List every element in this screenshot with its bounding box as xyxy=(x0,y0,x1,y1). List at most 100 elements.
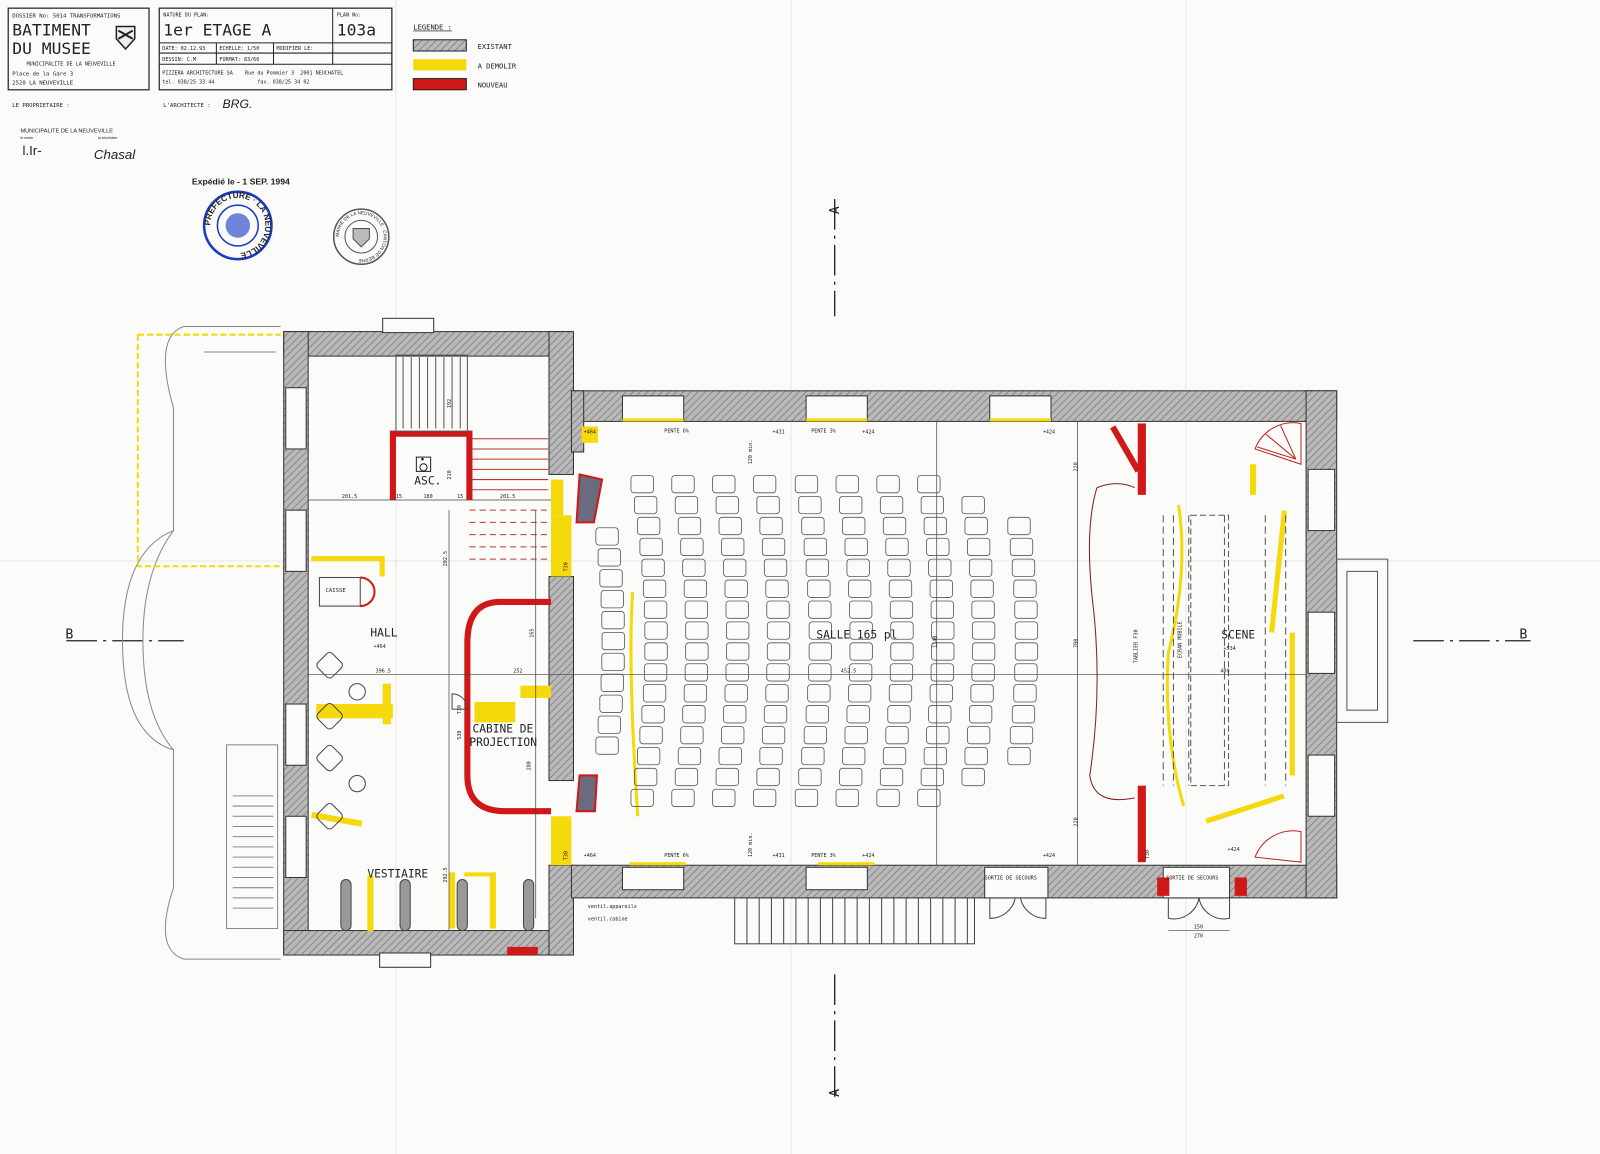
room-label-projection: CABINE DE xyxy=(472,723,533,736)
seat xyxy=(643,663,668,682)
seat xyxy=(1007,516,1031,536)
seat xyxy=(642,579,667,598)
seat xyxy=(920,495,944,515)
seat xyxy=(808,621,832,640)
seat xyxy=(931,642,955,661)
prefecture-stamp: PRÉFECTURE · LA NEUVEVILLE xyxy=(202,190,273,261)
level-tag: +431 xyxy=(772,853,784,859)
level-tag: +424 xyxy=(1043,430,1055,436)
room-label-elevator: ASC. xyxy=(414,475,441,488)
seat xyxy=(890,642,914,661)
seat xyxy=(807,684,831,703)
seat xyxy=(808,642,832,661)
seat xyxy=(879,495,904,515)
section-mark-b: B xyxy=(65,628,73,643)
door-rating: T30 xyxy=(563,851,569,860)
mairie-stamp: MAIRIE DE LA NEUVEVILLE · CANTON DE BERN… xyxy=(332,208,390,266)
title-block: DOSSIER No: 5014 TRANSFORMATIONS BATIMEN… xyxy=(7,7,393,111)
seat xyxy=(685,642,709,661)
seat xyxy=(848,684,872,703)
room-label-hall: HALL xyxy=(370,627,397,640)
seat xyxy=(1014,663,1038,682)
seat xyxy=(968,705,993,724)
section-mark-b: B xyxy=(1519,628,1527,643)
door-rating: T30 xyxy=(1145,850,1151,859)
seat xyxy=(928,558,952,577)
building-name: DU MUSEE xyxy=(12,39,91,58)
seat xyxy=(1009,726,1034,745)
seat xyxy=(928,705,952,724)
seat xyxy=(763,558,788,577)
sent-date-stamp: Expédié le - 1 SEP. 1994 xyxy=(192,177,290,187)
seat xyxy=(718,746,742,766)
exit-label: SORTIE DE SECOURS xyxy=(985,876,1037,882)
seat xyxy=(876,475,900,494)
municipality-label: MUNICIPALITE DE LA NEUVEVILLE xyxy=(20,129,113,135)
section-lines xyxy=(66,198,1531,1097)
dimension-lines xyxy=(308,421,1307,931)
legend-title: LEGENDE : xyxy=(413,23,452,32)
seat xyxy=(684,663,709,682)
seat xyxy=(876,788,900,807)
seat xyxy=(725,600,749,619)
seat xyxy=(885,537,909,556)
seat xyxy=(968,558,993,577)
exit-label: SORTIE DE SECOURS xyxy=(1166,876,1218,882)
svg-text:15: 15 xyxy=(396,494,402,500)
exterior-terrace xyxy=(121,325,281,960)
mayor-label: le maire xyxy=(20,136,33,140)
architect-address: PIZZERA ARCHITECTURE SA Rue du Pommier 3… xyxy=(162,70,343,76)
seat xyxy=(964,746,988,766)
svg-text:452.5: 452.5 xyxy=(841,668,856,674)
seat xyxy=(798,495,822,515)
seat xyxy=(636,746,661,766)
seat xyxy=(766,663,790,682)
seat xyxy=(595,736,619,755)
ventilation-note: ventil.cabine xyxy=(588,916,628,922)
seat xyxy=(923,516,947,536)
paper-fold xyxy=(0,560,1600,562)
room-label-scene: SCENE xyxy=(1221,629,1255,642)
seat xyxy=(1013,684,1037,703)
seat xyxy=(803,726,828,745)
seat xyxy=(634,767,658,787)
annotations: +464 +431 +424 +424 +464 +431 +424 +424 … xyxy=(457,429,1240,923)
seat xyxy=(674,767,699,787)
dimension-labels: 201.5 15 180 15 201.5 396.5 252 452.5 40… xyxy=(342,399,1230,940)
svg-text:220: 220 xyxy=(1074,462,1080,471)
seat xyxy=(712,788,736,807)
seat xyxy=(846,558,870,577)
svg-text:700: 700 xyxy=(1074,639,1080,648)
seat xyxy=(723,558,747,577)
svg-text:192: 192 xyxy=(447,399,453,408)
plan-number-label: PLAN No: xyxy=(337,12,362,18)
seat xyxy=(844,537,868,556)
seat xyxy=(794,475,819,494)
approval-signatures: MUNICIPALITE DE LA NEUVEVILLE le maire l… xyxy=(20,129,390,266)
seat xyxy=(765,579,789,598)
stage-battens xyxy=(1162,515,1287,786)
seat xyxy=(600,673,624,692)
paper-fold xyxy=(790,0,792,1154)
seat xyxy=(846,705,870,724)
svg-text:150: 150 xyxy=(1194,925,1203,931)
svg-text:202.5: 202.5 xyxy=(443,551,449,566)
clearance-label: 120 min. xyxy=(748,440,754,465)
svg-text:210: 210 xyxy=(447,470,453,479)
seat xyxy=(725,663,749,682)
seat xyxy=(1009,537,1034,556)
seat xyxy=(930,663,954,682)
seat xyxy=(961,495,985,515)
seat xyxy=(756,495,780,515)
slope-label: PENTE 6% xyxy=(664,429,689,435)
level-tag: +534 xyxy=(1223,646,1235,652)
demolish-elements xyxy=(311,418,1295,932)
seat xyxy=(601,652,625,672)
wheelchair-icon xyxy=(415,456,432,472)
legend-label: EXISTANT xyxy=(478,42,513,51)
level-tag: +431 xyxy=(772,430,784,436)
seat xyxy=(718,516,742,536)
seat xyxy=(971,621,996,640)
level-tag: +424 xyxy=(862,430,874,436)
svg-text:201.5: 201.5 xyxy=(342,494,357,500)
